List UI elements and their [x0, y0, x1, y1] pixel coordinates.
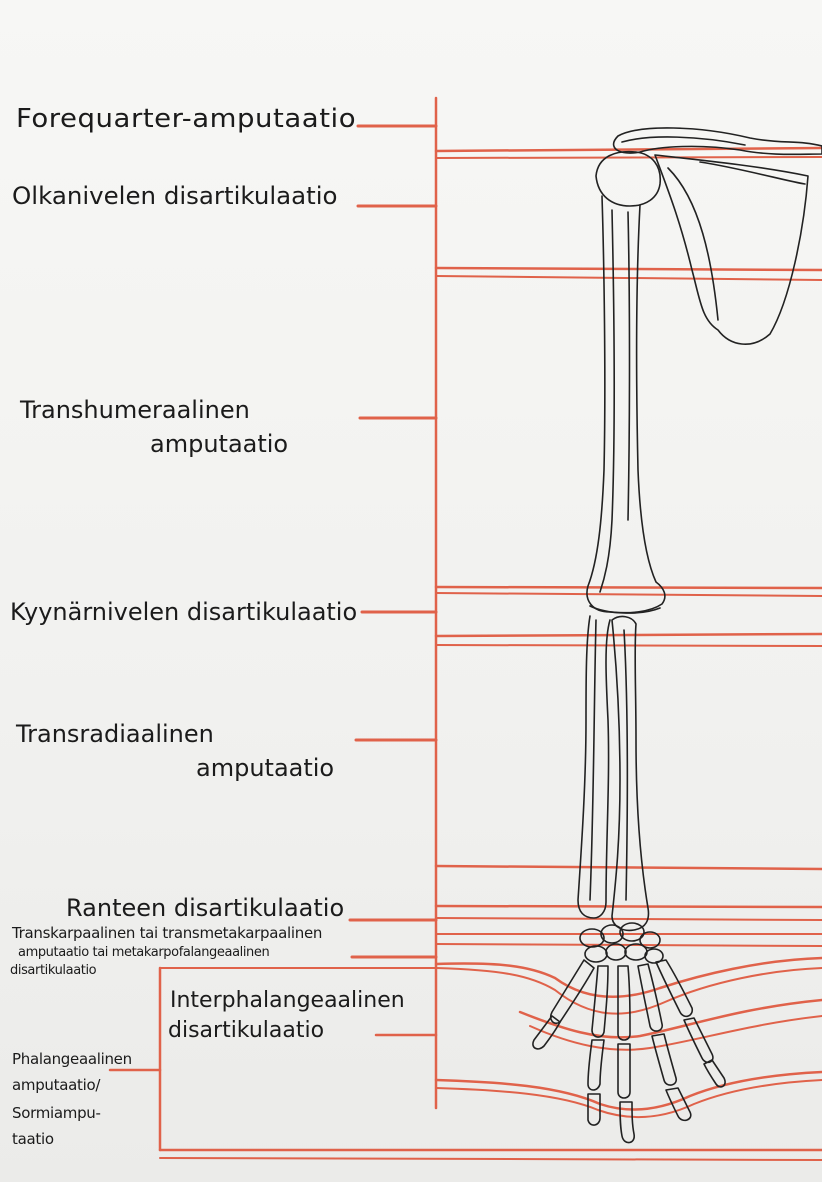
label-transradial-line2: amputaatio: [196, 756, 334, 780]
label-transkarp-line1: Transkarpaalinen tai transmetakarpaaline…: [12, 926, 322, 941]
ip-curve-1: [520, 1000, 822, 1037]
label-transradial-line1: Transradiaalinen: [16, 722, 214, 746]
carpal-bones: [580, 923, 663, 963]
label-kyynarnivelen: Kyynärnivelen disartikulaatio: [10, 600, 357, 624]
label-forequarter: Forequarter-amputaatio: [16, 106, 356, 132]
radius: [612, 617, 648, 931]
label-phal-line2: amputaatio/: [12, 1078, 100, 1093]
shoulder-band-top: [436, 148, 822, 151]
label-transhumeral-line2: amputaatio: [150, 432, 288, 456]
ip-curve-2: [530, 1016, 822, 1050]
elbow-band-top: [436, 587, 822, 588]
label-transkarp-line2: amputaatio tai metakarpofalangeaalinen: [18, 946, 269, 959]
label-phal-line3: Sormiampu-: [12, 1106, 101, 1121]
forearm-bottom-line: [436, 866, 822, 869]
label-phal-line4: taatio: [12, 1132, 54, 1147]
humerus: [587, 196, 665, 613]
label-transkarp-line3: disartikulaatio: [10, 964, 96, 977]
label-interphal-line2: disartikulaatio: [168, 1020, 324, 1042]
label-olkanivelen: Olkanivelen disartikulaatio: [12, 184, 338, 208]
label-interphal-line1: Interphalangeaalinen: [170, 990, 405, 1012]
humerus-head: [596, 152, 660, 206]
label-ranteen: Ranteen disartikulaatio: [66, 896, 344, 920]
scapula: [655, 155, 808, 344]
label-transhumeral-line1: Transhumeraalinen: [20, 398, 250, 422]
wrist-band-top: [436, 906, 822, 907]
label-phal-line1: Phalangeaalinen: [12, 1052, 132, 1067]
